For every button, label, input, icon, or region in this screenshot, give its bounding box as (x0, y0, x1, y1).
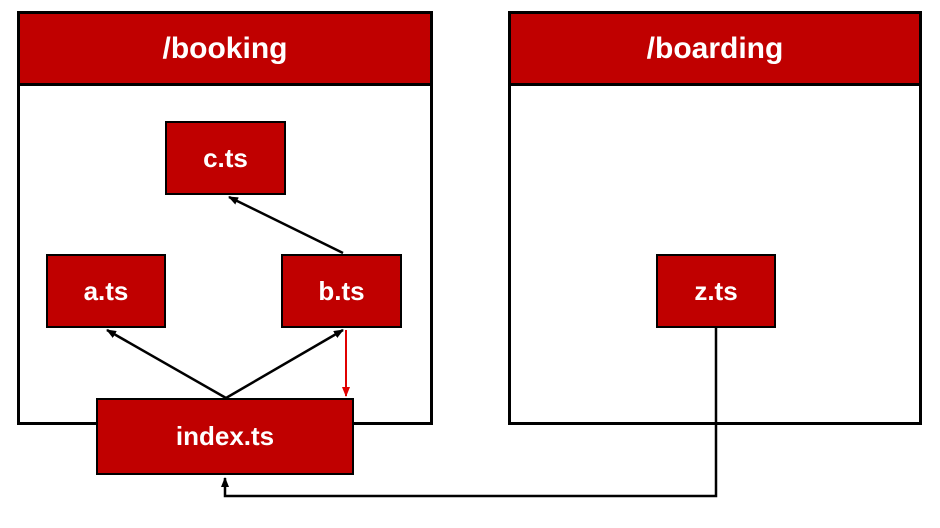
edge-b-to-c (228, 195, 344, 255)
node-z-ts: z.ts (656, 254, 776, 328)
node-b-ts: b.ts (281, 254, 402, 328)
boarding-panel-title: /boarding (511, 14, 919, 86)
node-index-ts: index.ts (96, 398, 354, 475)
node-c-ts: c.ts (165, 121, 286, 195)
booking-panel-title: /booking (20, 14, 430, 86)
edge-index-to-b (225, 328, 344, 400)
node-a-ts: a.ts (46, 254, 166, 328)
edge-z-to-index (221, 328, 718, 498)
booking-panel: /booking (17, 11, 433, 425)
edge-index-to-a (106, 328, 227, 400)
